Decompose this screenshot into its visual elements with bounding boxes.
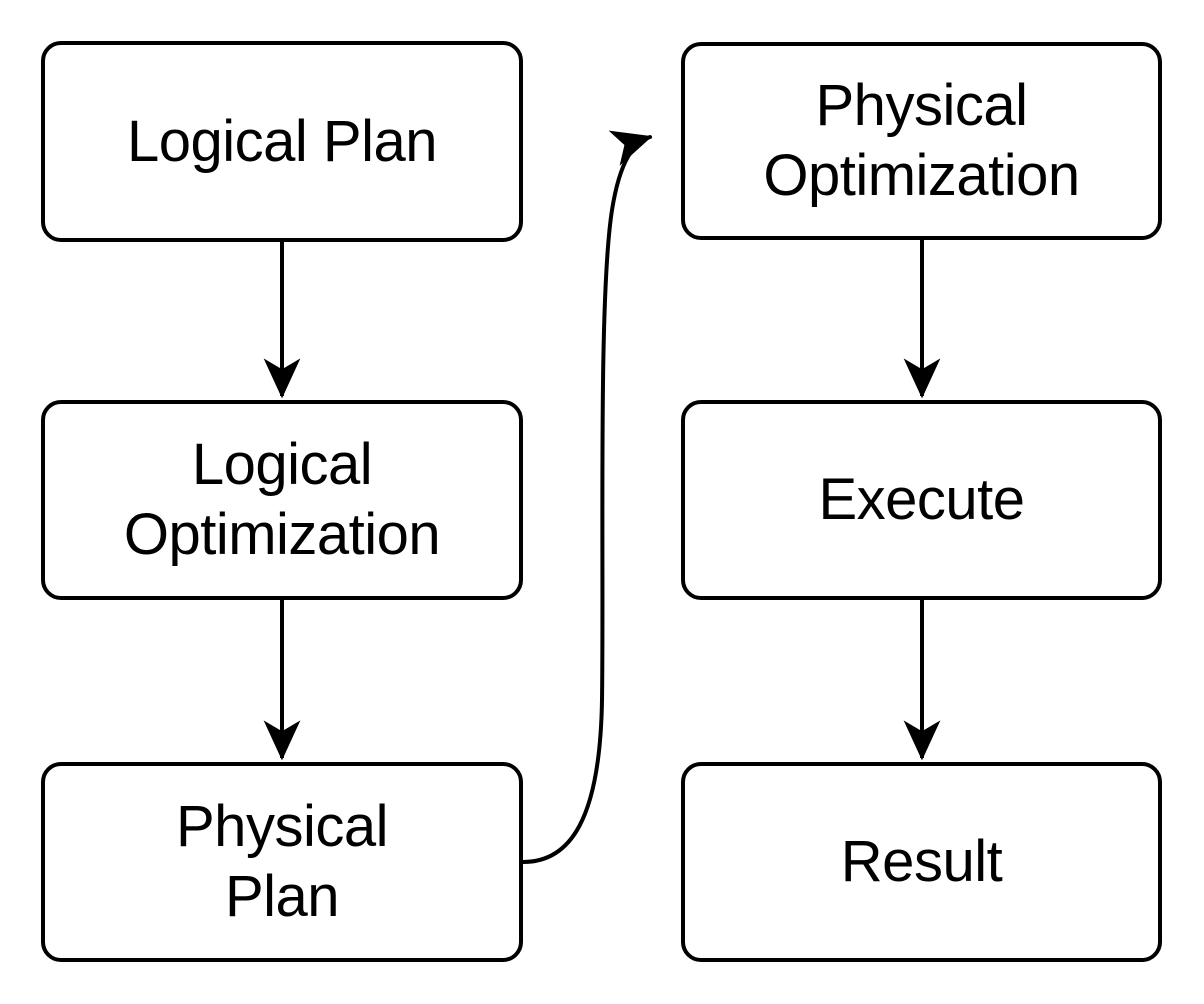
node-logical-plan-label: Logical Plan [127, 108, 438, 174]
node-result-label: Result [840, 829, 1003, 894]
node-logical-plan[interactable]: Logical Plan [41, 41, 523, 242]
node-execute[interactable]: Execute [681, 400, 1162, 600]
node-physical-plan[interactable]: Physical Plan [41, 762, 523, 962]
node-physical-optimization[interactable]: Physical Optimization [681, 42, 1162, 240]
node-logical-optimization-label: Logical Optimization [123, 432, 441, 567]
node-execute-label: Execute [818, 467, 1025, 532]
edge-physical-plan-to-physical-optimization [521, 130, 653, 864]
node-result[interactable]: Result [681, 762, 1162, 962]
node-physical-plan-label: Physical Plan [176, 794, 388, 929]
node-logical-optimization[interactable]: Logical Optimization [41, 400, 523, 600]
node-physical-optimization-label: Physical Optimization [763, 73, 1080, 208]
